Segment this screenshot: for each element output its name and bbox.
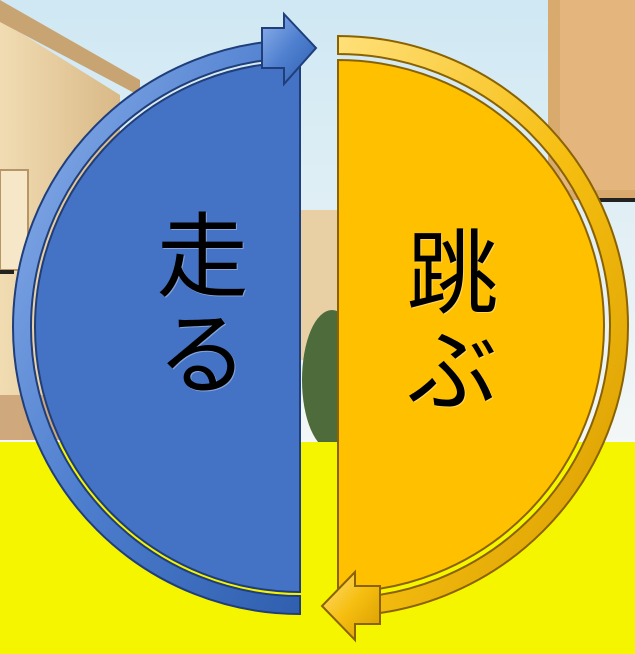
right-label: 跳ぶ bbox=[391, 225, 498, 421]
right-fill bbox=[337, 58, 605, 594]
left-arrowhead bbox=[261, 11, 318, 87]
left-fill bbox=[34, 60, 301, 594]
left-ring bbox=[12, 38, 301, 616]
right-half-arrow bbox=[320, 34, 629, 643]
right-arrowhead bbox=[320, 569, 381, 643]
left-half-arrow bbox=[12, 11, 318, 616]
left-label: 走る bbox=[141, 208, 248, 404]
left-building-roof bbox=[0, 0, 140, 96]
